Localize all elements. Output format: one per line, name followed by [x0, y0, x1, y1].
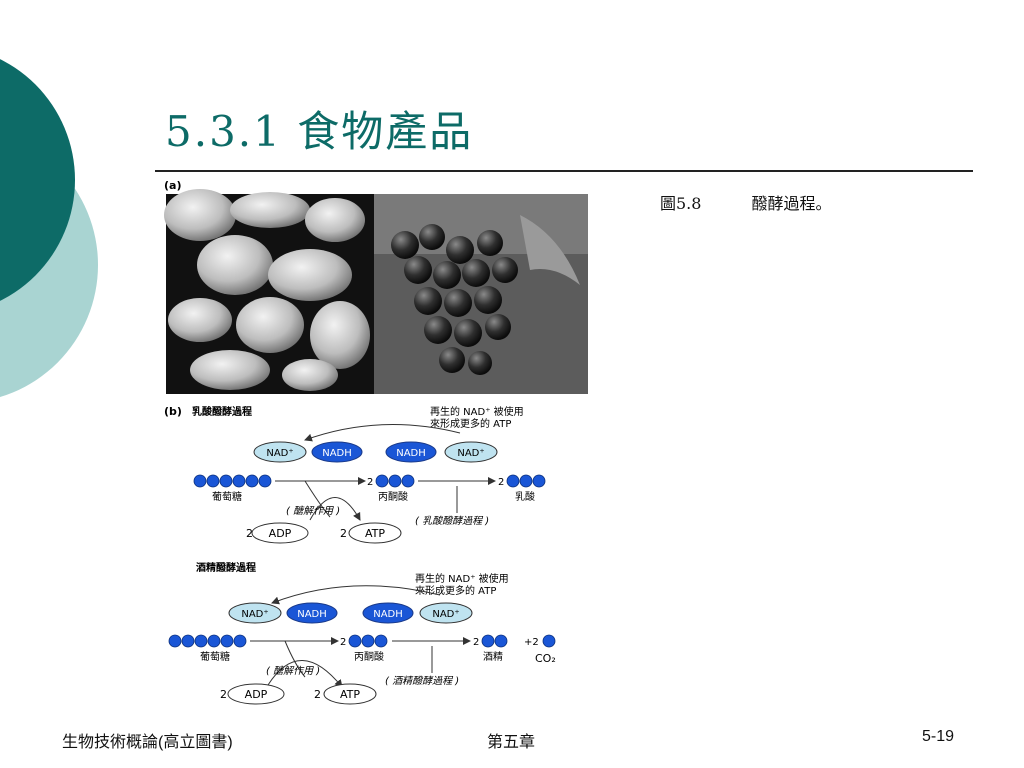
svg-text:2: 2	[367, 477, 373, 488]
svg-text:2: 2	[498, 477, 504, 488]
svg-text:NAD⁺: NAD⁺	[457, 448, 484, 459]
svg-text:NADH: NADH	[373, 609, 403, 620]
svg-text:NAD⁺: NAD⁺	[432, 609, 459, 620]
svg-text:ADP: ADP	[245, 688, 268, 701]
alcohol-co2-circle	[542, 634, 556, 648]
alcohol-glucose-label: 葡萄糖	[200, 650, 230, 663]
lactic-atp	[348, 522, 402, 544]
svg-text:+2: +2	[524, 637, 539, 648]
lactic-nad-plus-left	[253, 441, 307, 463]
svg-text:2: 2	[473, 637, 479, 648]
alcohol-note-line2: 來形成更多的 ATP	[415, 584, 496, 597]
alcohol-process-label: ( 酒精醱酵過程 )	[385, 675, 459, 687]
footer-page-number: 5-19	[922, 728, 955, 745]
lactic-product-label: 乳酸	[515, 490, 535, 503]
panel-a-label: (a)	[164, 179, 181, 192]
footer-book-title: 生物技術概論(高立圖書)	[62, 734, 233, 751]
grape-photo	[374, 194, 588, 394]
alcohol-atp	[323, 683, 377, 705]
alcohol-glycolysis-label: ( 醣解作用 )	[266, 665, 320, 677]
svg-text:2: 2	[340, 527, 347, 540]
alcohol-nad-plus-left	[228, 602, 282, 624]
svg-text:ATP: ATP	[340, 688, 360, 701]
alcohol-pyruvate-label: 丙酮酸	[354, 650, 384, 663]
alcohol-co2-label: CO₂	[535, 652, 556, 665]
lactic-pyruvate-label: 丙酮酸	[378, 490, 408, 503]
lactic-regeneration-arrow	[304, 424, 461, 442]
svg-text:NADH: NADH	[322, 448, 352, 459]
lactic-nadh-left	[311, 441, 363, 463]
lactic-heading: 乳酸醱酵過程	[192, 405, 252, 418]
alcohol-nad-plus-right	[419, 602, 473, 624]
dark-teal-circle	[0, 59, 75, 301]
panel-b-label: (b)	[164, 405, 182, 418]
lactic-lactate-chain	[506, 474, 546, 488]
alcohol-ethanol-chain	[481, 634, 508, 648]
svg-text:NADH: NADH	[297, 609, 327, 620]
alcohol-heading: 酒精醱酵過程	[196, 561, 256, 574]
svg-text:ATP: ATP	[365, 527, 385, 540]
lactic-glucose-label: 葡萄糖	[212, 490, 242, 503]
svg-text:2: 2	[220, 688, 227, 701]
alcohol-nadh-right	[362, 602, 414, 624]
svg-text:NADH: NADH	[396, 448, 426, 459]
lactic-adp	[251, 522, 309, 544]
caption-number: 圖5.8	[660, 194, 702, 213]
yeast-micrograph	[164, 189, 374, 394]
svg-text:NAD⁺: NAD⁺	[266, 448, 293, 459]
lactic-nadh-right	[385, 441, 437, 463]
alcohol-product-label: 酒精	[483, 650, 503, 663]
alcohol-note-line1: 再生的 NAD⁺ 被使用	[415, 572, 509, 585]
svg-text:2: 2	[314, 688, 321, 701]
alcohol-pyruvate-chain	[348, 634, 388, 648]
lactic-glycolysis-label: ( 醣解作用 )	[286, 505, 340, 517]
fermentation-figure: (a) (b) 乳酸醱酵過程 再生的 NAD⁺ 被使	[164, 179, 588, 705]
slide-title: 5.3.1 食物產品	[165, 107, 474, 156]
decorative-circles	[0, 59, 98, 398]
alcohol-regeneration-arrow	[271, 585, 441, 605]
lactic-process-label: ( 乳酸醱酵過程 )	[415, 515, 489, 527]
figure-caption: 圖5.8 醱酵過程。	[660, 190, 831, 214]
lactic-note-line1: 再生的 NAD⁺ 被使用	[430, 405, 524, 418]
lactic-pyruvate-chain	[375, 474, 415, 488]
caption-text: 醱酵過程。	[751, 194, 832, 213]
lactic-note-line2: 來形成更多的 ATP	[430, 417, 511, 430]
lactic-glucose-chain	[193, 474, 272, 488]
title-divider	[155, 170, 973, 172]
svg-text:NAD⁺: NAD⁺	[241, 609, 268, 620]
alcohol-glucose-chain	[168, 634, 247, 648]
alcohol-adp	[227, 683, 285, 705]
lactic-nad-plus-right	[444, 441, 498, 463]
svg-text:ADP: ADP	[269, 527, 292, 540]
svg-text:2: 2	[340, 637, 346, 648]
footer-chapter: 第五章	[487, 734, 536, 751]
svg-text:2: 2	[246, 527, 253, 540]
alcohol-nadh-left	[286, 602, 338, 624]
